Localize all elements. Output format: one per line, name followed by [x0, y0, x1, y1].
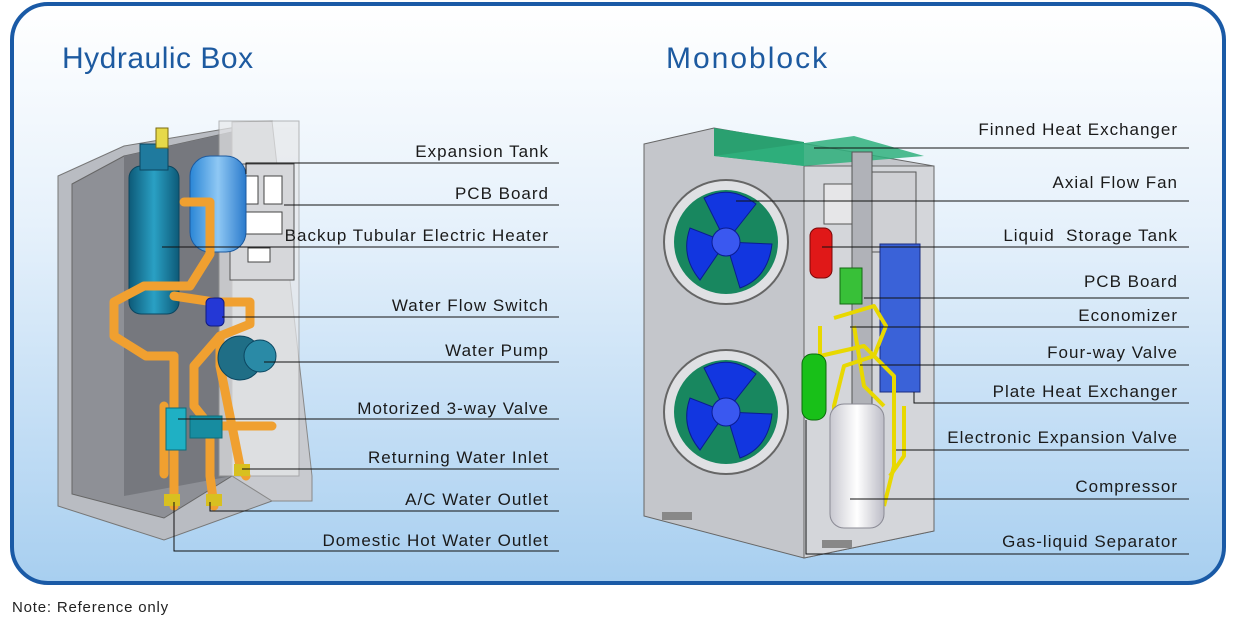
label-plate-heat-exchanger: Plate Heat Exchanger — [992, 382, 1178, 401]
monoblock-title: Monoblock — [666, 42, 830, 75]
monoblock-illustration — [643, 127, 1189, 559]
label-motorized-valve: Motorized 3-way Valve — [357, 399, 549, 418]
label-ac-water-outlet: A/C Water Outlet — [405, 490, 549, 509]
label-electronic-expansion-valve: Electronic Expansion Valve — [947, 428, 1178, 447]
label-finned-heat-exchanger: Finned Heat Exchanger — [978, 120, 1178, 139]
label-water-flow-switch: Water Flow Switch — [391, 296, 549, 315]
hydraulic-box-title: Hydraulic Box — [62, 42, 254, 75]
hydraulic-box-illustration — [57, 120, 559, 552]
label-expansion-tank: Expansion Tank — [415, 142, 549, 161]
label-pcb-board-hb: PCB Board — [454, 184, 549, 203]
label-backup-heater: Backup Tubular Electric Heater — [284, 226, 549, 245]
label-domestic-hot-water-outlet: Domestic Hot Water Outlet — [322, 531, 549, 550]
diagram-frame: Hydraulic Box Monoblock Expansion Tank P… — [10, 2, 1226, 585]
axial-fan-icon — [663, 349, 789, 475]
component-illustration — [57, 120, 1189, 559]
label-gas-liquid-separator: Gas-liquid Separator — [1002, 532, 1178, 551]
label-water-pump: Water Pump — [445, 341, 549, 360]
label-pcb-board-mb: PCB Board — [1083, 272, 1178, 291]
reference-note: Note: Reference only — [12, 599, 169, 616]
label-compressor: Compressor — [1075, 477, 1178, 496]
axial-fan-icon — [663, 179, 789, 305]
label-liquid-storage-tank: Liquid Storage Tank — [1003, 226, 1178, 245]
label-returning-water-inlet: Returning Water Inlet — [368, 448, 549, 467]
label-economizer: Economizer — [1078, 306, 1178, 325]
label-axial-flow-fan: Axial Flow Fan — [1052, 173, 1178, 192]
label-four-way-valve: Four-way Valve — [1047, 343, 1178, 362]
